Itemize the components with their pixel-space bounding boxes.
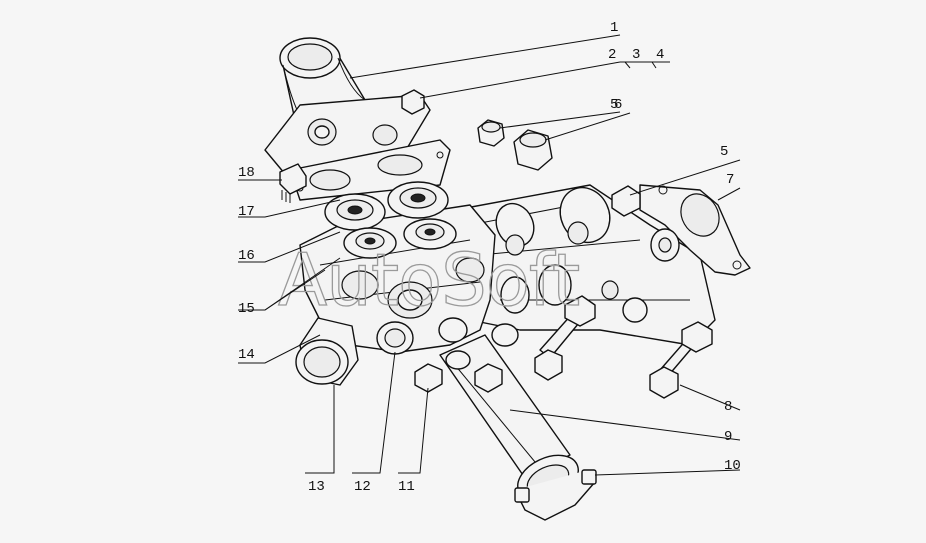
bolts-11 [414,350,503,393]
callout-9: 9 [724,429,732,445]
callout-16: 16 [238,248,255,264]
callout-8: 8 [724,399,732,415]
callout-7: 7 [726,172,734,188]
plug-5 [477,119,505,147]
callout-1: 1 [610,20,618,36]
callout-12: 12 [354,479,371,495]
callout-3: 3 [632,47,640,63]
bolts-8 [534,295,713,399]
bolt-18 [279,163,307,203]
outlet-pipe [439,334,597,521]
callout-5: 5 [610,97,618,113]
callout-11: 11 [398,479,415,495]
side-pipe [295,317,359,386]
plug-6 [513,129,553,171]
callout-10: 10 [724,458,741,474]
plug-12 [376,321,414,355]
leader-lines [238,34,741,476]
callout-2: 2 [608,47,616,63]
callout-6: 6 [614,97,622,113]
water-manifold [439,184,751,346]
callout-5b: 5 [720,144,728,160]
callout-14: 14 [238,347,255,363]
callout-18: 18 [238,165,255,181]
callout-17: 17 [238,204,255,220]
callout-15: 15 [238,301,255,317]
callouts: 1 2 3 4 5 6 5 7 8 9 10 11 12 13 14 15 16… [238,20,741,495]
thermostats [324,181,457,259]
watermark: AutoSoft [278,238,579,322]
callout-13: 13 [308,479,325,495]
callout-4: 4 [656,47,664,63]
